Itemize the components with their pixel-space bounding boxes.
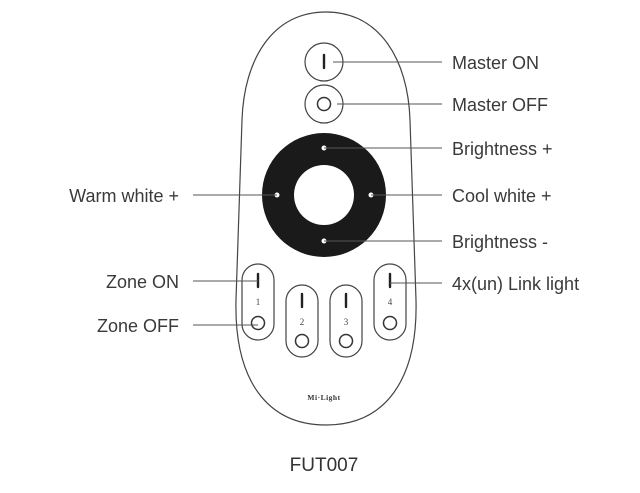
model-label: FUT007: [290, 455, 359, 476]
zone-3-button-group[interactable]: 3: [329, 284, 363, 358]
label-warm-white-up: Warm white +: [69, 186, 179, 206]
label-master-off: Master OFF: [452, 95, 548, 115]
label-master-on: Master ON: [452, 53, 539, 73]
wheel-center: [294, 165, 354, 225]
zone-3-number: 3: [344, 317, 349, 327]
power-off-icon: [316, 96, 332, 112]
master-off-button[interactable]: [304, 84, 344, 124]
zone-2-number: 2: [300, 317, 305, 327]
color-wheel[interactable]: [262, 133, 386, 257]
label-zone-off: Zone OFF: [97, 316, 179, 336]
master-on-button[interactable]: [304, 42, 344, 82]
zone-1-number: 1: [256, 297, 261, 307]
label-cool-white-up: Cool white +: [452, 186, 552, 206]
zone-1-off-icon[interactable]: [250, 315, 266, 331]
label-link-light: 4x(un) Link light: [452, 274, 579, 294]
zone-1-pill: [241, 263, 275, 341]
label-zone-on: Zone ON: [106, 272, 179, 292]
zone-2-pill: [285, 284, 319, 358]
label-brightness-down: Brightness -: [452, 232, 548, 252]
zone-3-pill: [329, 284, 363, 358]
zone-1-button-group[interactable]: 1: [241, 263, 275, 341]
zone-3-off-icon[interactable]: [338, 333, 354, 349]
zone-4-off-icon[interactable]: [382, 315, 398, 331]
brand-logo: Mi·Light: [307, 393, 340, 402]
zone-2-button-group[interactable]: 2: [285, 284, 319, 358]
label-brightness-up: Brightness +: [452, 139, 553, 159]
zone-4-button-group[interactable]: 4: [373, 263, 407, 341]
zone-4-number: 4: [388, 297, 393, 307]
zone-2-off-icon[interactable]: [294, 333, 310, 349]
